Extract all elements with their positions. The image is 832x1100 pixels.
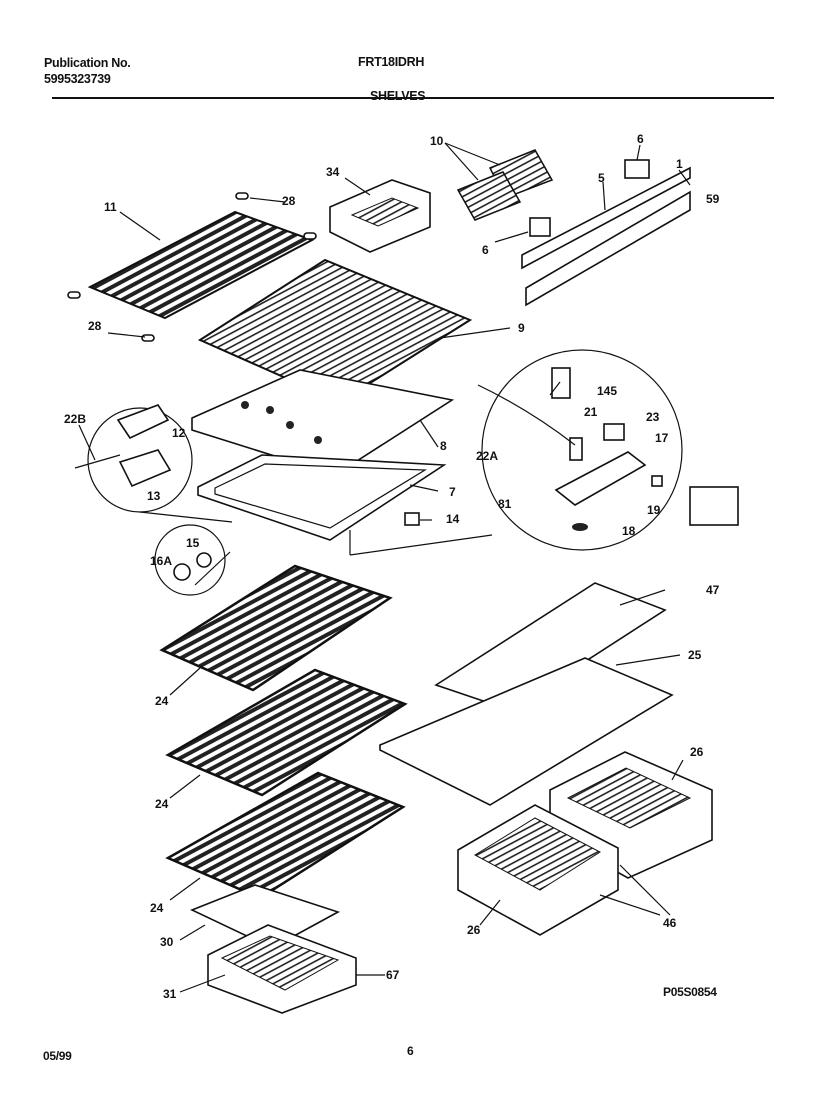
label-34: 34 xyxy=(326,165,340,179)
label-9: 9 xyxy=(518,321,525,335)
label-67: 67 xyxy=(386,968,400,982)
label-1: 1 xyxy=(676,157,683,171)
label-21: 21 xyxy=(584,405,598,419)
part-19-connector xyxy=(651,475,739,526)
diagram-code: P05S0854 xyxy=(663,985,717,999)
label-23: 23 xyxy=(646,410,660,424)
label-13: 13 xyxy=(147,489,161,503)
label-17: 17 xyxy=(655,431,669,445)
label-81: 81 xyxy=(498,497,512,511)
part-14 xyxy=(404,512,420,526)
label-22a: 22A xyxy=(476,449,498,463)
label-5: 5 xyxy=(598,171,605,185)
label-12: 12 xyxy=(172,426,186,440)
label-6a: 6 xyxy=(637,132,644,146)
wire-shelf-2 xyxy=(165,668,408,797)
label-46: 46 xyxy=(663,916,677,930)
thermostat-detail-circle xyxy=(477,349,683,551)
control-housing xyxy=(191,369,455,476)
label-8: 8 xyxy=(440,439,447,453)
wire-shelf-1 xyxy=(159,564,393,692)
label-25: 25 xyxy=(688,648,702,662)
meat-pan xyxy=(207,924,357,1014)
label-15: 15 xyxy=(186,536,200,550)
label-30: 30 xyxy=(160,935,174,949)
page-number: 6 xyxy=(407,1044,414,1058)
label-24b: 24 xyxy=(155,797,169,811)
label-6b: 6 xyxy=(482,243,489,257)
label-22b: 22B xyxy=(64,412,86,426)
label-18: 18 xyxy=(622,524,636,538)
label-7: 7 xyxy=(449,485,456,499)
ice-bucket xyxy=(329,179,431,253)
ice-trays xyxy=(456,149,554,221)
damper-detail-circle xyxy=(74,404,193,513)
label-59: 59 xyxy=(706,192,720,206)
footer-date: 05/99 xyxy=(43,1049,72,1063)
crisper-cover-frame xyxy=(379,657,674,806)
pan-cover xyxy=(189,884,341,949)
label-145: 145 xyxy=(597,384,617,398)
label-28a: 28 xyxy=(282,194,296,208)
label-24c: 24 xyxy=(150,901,164,915)
label-24a: 24 xyxy=(155,694,169,708)
label-28b: 28 xyxy=(88,319,102,333)
part-labels: 11 28 28 34 10 6 5 1 59 6 9 22B 12 13 8 … xyxy=(64,132,720,1001)
label-26b: 26 xyxy=(467,923,481,937)
wire-shelf-3 xyxy=(165,771,406,900)
label-16a: 16A xyxy=(150,554,172,568)
shelf-supports xyxy=(67,192,317,342)
label-19: 19 xyxy=(647,503,661,517)
label-14: 14 xyxy=(446,512,460,526)
label-26a: 26 xyxy=(690,745,704,759)
light-detail-circle xyxy=(154,524,226,596)
label-47: 47 xyxy=(706,583,720,597)
section-title: SHELVES xyxy=(370,89,426,103)
publication-label: Publication No. xyxy=(44,56,131,70)
wire-shelf-top xyxy=(87,210,315,320)
model-number: FRT18IDRH xyxy=(358,55,425,69)
leader-lines xyxy=(78,142,691,993)
label-11: 11 xyxy=(104,200,117,214)
freezer-rails xyxy=(521,159,691,307)
label-10: 10 xyxy=(430,134,444,148)
publication-number: 5995323739 xyxy=(44,72,111,86)
shelf-frame xyxy=(197,454,447,541)
label-31: 31 xyxy=(163,987,177,1001)
header-rule xyxy=(52,97,774,99)
